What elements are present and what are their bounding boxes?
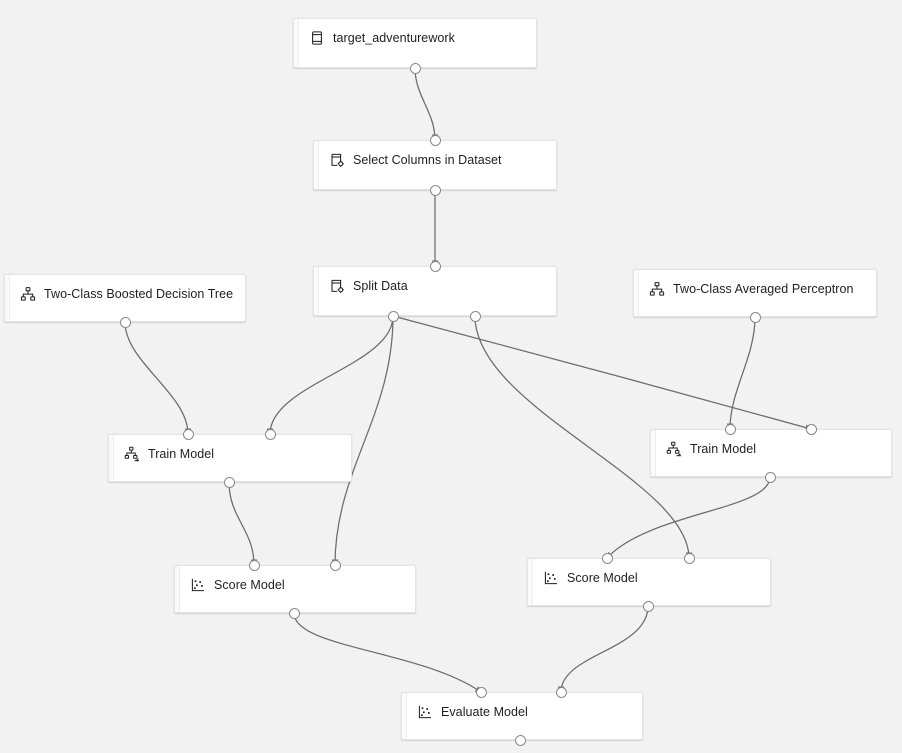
node-label: Score Model: [567, 571, 638, 585]
node-body: Score Model: [528, 559, 770, 586]
database-icon: [309, 30, 325, 46]
node-input-port[interactable]: [683, 552, 695, 564]
node-output-port[interactable]: [119, 316, 131, 328]
node-label: Evaluate Model: [441, 705, 528, 719]
node-body: Train Model: [651, 430, 891, 457]
node-output-port[interactable]: [764, 471, 776, 483]
node-input-port[interactable]: [264, 428, 276, 440]
node-accent-stripe: [528, 559, 533, 605]
pipeline-node-score-model-left[interactable]: Score Model: [174, 565, 416, 613]
node-output-port[interactable]: [469, 310, 481, 322]
node-accent-stripe: [109, 435, 114, 481]
node-output-port[interactable]: [749, 311, 761, 323]
pipeline-node-evaluate-model[interactable]: Evaluate Model: [401, 692, 643, 740]
node-body: target_adventurework: [294, 19, 536, 46]
pipeline-node-select-columns-in-dataset[interactable]: Select Columns in Dataset: [313, 140, 557, 190]
node-label: Two-Class Boosted Decision Tree: [44, 287, 234, 301]
score-model-icon: [417, 704, 433, 720]
score-model-icon: [543, 570, 559, 586]
node-output-port[interactable]: [409, 62, 421, 74]
node-input-port[interactable]: [805, 423, 817, 435]
node-label: Split Data: [353, 279, 408, 293]
node-input-port[interactable]: [429, 134, 441, 146]
dataset-settings-icon: [329, 152, 345, 168]
node-label: target_adventurework: [333, 31, 455, 45]
node-input-port[interactable]: [248, 559, 260, 571]
node-accent-stripe: [634, 270, 639, 316]
node-input-port[interactable]: [475, 686, 487, 698]
node-body: Evaluate Model: [402, 693, 642, 720]
pipeline-node-score-model-right[interactable]: Score Model: [527, 558, 771, 606]
algorithm-tree-icon: [20, 286, 36, 302]
pipeline-node-split-data[interactable]: Split Data: [313, 266, 557, 316]
node-output-port[interactable]: [387, 310, 399, 322]
node-input-port[interactable]: [601, 552, 613, 564]
node-body: Score Model: [175, 566, 415, 593]
node-output-port[interactable]: [642, 600, 654, 612]
node-accent-stripe: [402, 693, 407, 739]
node-accent-stripe: [314, 267, 319, 315]
node-accent-stripe: [5, 275, 10, 321]
node-label: Select Columns in Dataset: [353, 153, 502, 167]
node-output-port[interactable]: [514, 734, 526, 746]
node-accent-stripe: [651, 430, 656, 476]
node-body: Train Model: [109, 435, 351, 462]
node-output-port[interactable]: [429, 184, 441, 196]
node-input-port[interactable]: [182, 428, 194, 440]
node-body: Split Data: [314, 267, 556, 294]
node-body: Select Columns in Dataset: [314, 141, 556, 168]
node-output-port[interactable]: [288, 607, 300, 619]
train-model-icon: [666, 441, 682, 457]
pipeline-node-two-class-averaged-perceptron[interactable]: Two-Class Averaged Perceptron: [633, 269, 877, 317]
pipeline-node-target-adventurework[interactable]: target_adventurework: [293, 18, 537, 68]
pipeline-node-train-model-right[interactable]: Train Model: [650, 429, 892, 477]
node-label: Score Model: [214, 578, 285, 592]
pipeline-node-two-class-boosted-decision-tree[interactable]: Two-Class Boosted Decision Tree: [4, 274, 246, 322]
node-label: Train Model: [148, 447, 215, 461]
pipeline-node-train-model-left[interactable]: Train Model: [108, 434, 352, 482]
node-accent-stripe: [175, 566, 180, 612]
node-label: Train Model: [690, 442, 757, 456]
node-input-port[interactable]: [429, 260, 441, 272]
node-body: Two-Class Averaged Perceptron: [634, 270, 876, 297]
node-input-port[interactable]: [329, 559, 341, 571]
train-model-icon: [124, 446, 140, 462]
node-accent-stripe: [294, 19, 299, 67]
node-input-port[interactable]: [555, 686, 567, 698]
node-accent-stripe: [314, 141, 319, 189]
algorithm-tree-icon: [649, 281, 665, 297]
node-label: Two-Class Averaged Perceptron: [673, 282, 854, 296]
dataset-settings-icon: [329, 278, 345, 294]
score-model-icon: [190, 577, 206, 593]
node-output-port[interactable]: [223, 476, 235, 488]
node-input-port[interactable]: [724, 423, 736, 435]
node-body: Two-Class Boosted Decision Tree: [5, 275, 245, 302]
